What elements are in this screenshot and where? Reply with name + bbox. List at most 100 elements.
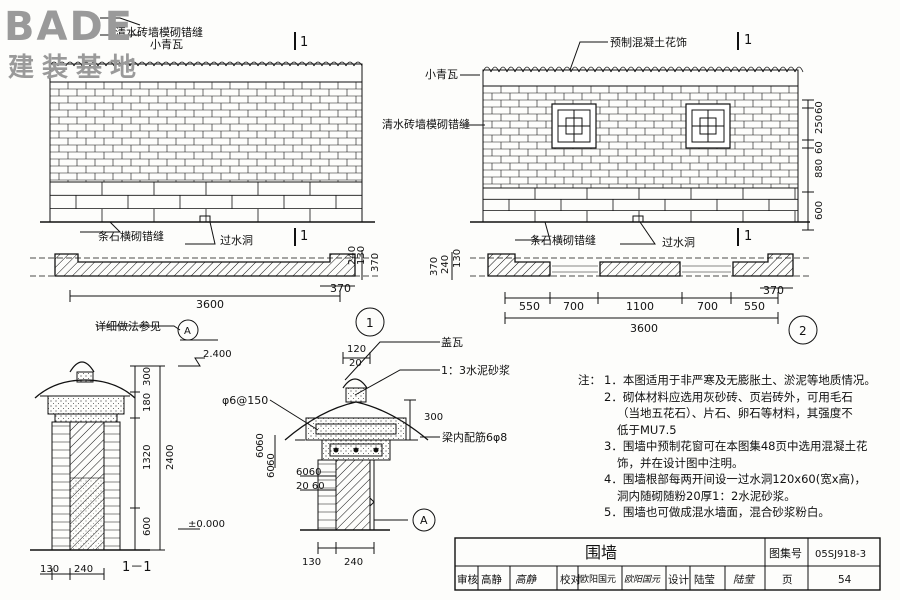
elev-zero: ±0.000 (188, 519, 225, 530)
dim-total-height: 2400 (165, 445, 176, 470)
plan-1 (30, 250, 380, 302)
detail-base-1: 130 (302, 557, 321, 568)
detail-a (269, 341, 440, 554)
elevation-1 (40, 17, 375, 246)
tb-reviewer: 高静 (481, 573, 502, 586)
v-dim-3: 880 (814, 159, 825, 178)
label-ornament: 预制混凝土花饰 (610, 35, 687, 49)
tb-check: 校对 (560, 573, 581, 586)
plan-dim-1: 700 (563, 300, 584, 313)
dim-pier-1: 370 (330, 282, 351, 295)
ornament-window-right (685, 103, 731, 149)
drain-hole (199, 215, 211, 223)
note-line: （当地五花石）、片石、卵石等材料，其强度不 (617, 406, 853, 420)
plan-left-dim-1: 240 (440, 255, 451, 274)
detail-left-dim-0: 60 (255, 433, 266, 446)
base-dim-1: 130 (40, 564, 59, 575)
detail-a-circle (412, 508, 436, 532)
atlas-no: 05SJ918-3 (815, 549, 866, 560)
section-mark-2-top: 1 (744, 33, 752, 48)
tb-checker-sig: 欧阳国元 (624, 574, 661, 585)
notes-list: 1．本图适用于非严寒及无膨胀土、淤泥等地质情况。2．砌体材料应选用灰砂砖、页岩砖… (604, 372, 876, 521)
brick-courses-2 (482, 85, 799, 222)
plan-2 (451, 252, 810, 324)
label-drain: 过水洞 (220, 234, 253, 247)
plan-left-dim-2: 130 (452, 249, 463, 268)
tb-checker: 欧阳国元 (580, 573, 616, 585)
leader-stone (80, 221, 122, 233)
dim-300: 300 (424, 412, 443, 423)
section-dim-0: 300 (142, 367, 153, 386)
section-1-1 (30, 325, 218, 580)
label-rebar: φ6@150 (222, 394, 268, 407)
atlas-label: 图集号 (769, 546, 802, 560)
dim-h3: 370 (370, 253, 381, 272)
index-circle-2 (788, 315, 818, 345)
section-dim-3: 600 (142, 517, 153, 536)
plan-dim-3: 700 (697, 300, 718, 313)
label-tile: 小青瓦 (150, 38, 183, 51)
detail-a-label: A (420, 514, 428, 527)
tb-review: 审核 (457, 573, 478, 586)
dim-pier-2: 370 (763, 284, 784, 297)
v-dim-4: 600 (814, 201, 825, 220)
title-block (454, 537, 881, 591)
v-dim-1: 250 (814, 115, 825, 134)
brick-courses (49, 81, 363, 222)
tb-designer-sig: 陆莹 (733, 574, 755, 586)
label-tile-2: 小青瓦 (425, 68, 458, 81)
ref-circle-label: A (184, 326, 191, 337)
detail-base-2: 240 (344, 557, 363, 568)
label-mortar: 1：3水泥砂浆 (441, 363, 510, 377)
detail-left-dim-3: 60 (266, 465, 277, 478)
detail-top-dim-1: 20 (349, 358, 362, 369)
tb-design: 设计 (668, 573, 689, 586)
section-1-1-dims: 300 180 1320 600 (142, 367, 153, 536)
section-mark-2-bottom: 1 (744, 229, 752, 244)
section-title: 1－1 (122, 560, 152, 575)
tb-designer: 陆莹 (694, 573, 715, 586)
ref-note: 详细做法参见 (95, 319, 161, 333)
drain-hole-2 (632, 215, 644, 223)
section-dim-1: 180 (142, 393, 153, 412)
v-dim-0: 60 (814, 101, 825, 114)
base-dim-2: 240 (74, 564, 93, 575)
tile-cap-row (49, 61, 363, 67)
elevation-2 (460, 32, 814, 246)
label-beam: 梁内配筋6φ8 (442, 430, 507, 444)
section-dim-2: 1320 (142, 445, 153, 470)
index-circle-1 (355, 307, 385, 337)
tile-cap-row-2 (482, 66, 804, 73)
section-mark-1-bottom: 1 (300, 229, 308, 244)
v-dim-2: 60 (814, 141, 825, 154)
tile-band-2 (482, 69, 799, 87)
label-cap: 盖瓦 (441, 335, 463, 349)
leader-tile-top (100, 17, 141, 26)
label-stone-2: 条石横砌错缝 (530, 233, 596, 247)
dim-h1: 240 (347, 246, 358, 265)
label-drain-2: 过水洞 (662, 236, 695, 249)
index-2: 2 (799, 324, 807, 338)
detail-top-dim-0: 120 (347, 344, 366, 355)
leader-drain (185, 221, 216, 245)
dim-total-2: 3600 (630, 322, 658, 335)
note-line: 5．围墙也可做成混水墙面，混合砂浆粉白。 (604, 505, 830, 519)
note-line: 1．本图适用于非严寒及无膨胀土、淤泥等地质情况。 (604, 373, 876, 387)
label-tile-top: 清水砖墙模砌错缝 (115, 25, 203, 39)
tb-page-label: 页 (782, 574, 793, 586)
note-line: 饰，并在设计图中注明。 (617, 455, 744, 470)
label-stone: 条石横砌错缝 (98, 229, 164, 243)
index-1: 1 (366, 316, 374, 330)
ornament-window-left (551, 103, 597, 149)
label-brick-2: 清水砖墙模砌错缝 (382, 117, 470, 131)
detail-left-dim-2: 60 (266, 453, 277, 466)
notes-prefix: 注： (578, 373, 601, 387)
note-line: 洞内随砌随粉20厚1：2水泥砂浆。 (617, 488, 796, 503)
tb-reviewer-sig: 高静 (515, 574, 537, 586)
note-line: 3．围墙中预制花窗可在本图集48页中选用混凝土花 (604, 439, 868, 453)
